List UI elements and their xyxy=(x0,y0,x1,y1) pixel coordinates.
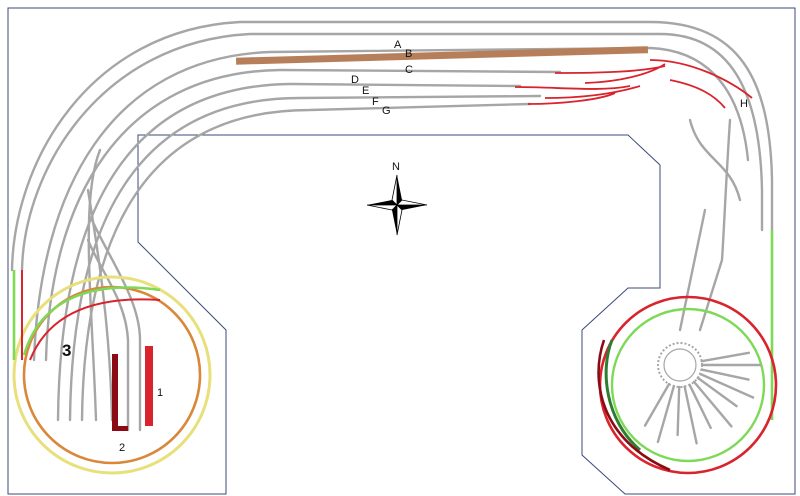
track-label-f: F xyxy=(372,96,379,108)
track-label-b: B xyxy=(405,48,412,60)
track-label-g: G xyxy=(382,105,391,117)
turntable-area xyxy=(597,295,778,475)
helix-label: 3 xyxy=(62,341,71,360)
siding-2-foot xyxy=(112,426,128,431)
siding-1-bar xyxy=(145,346,153,426)
station-platform xyxy=(235,46,649,65)
siding-2-label: 2 xyxy=(119,442,125,454)
turntable-spurs xyxy=(643,351,762,445)
turntable-spur xyxy=(692,380,733,428)
turntable-spur xyxy=(688,383,712,430)
turntable-spur xyxy=(696,376,738,408)
baseboard-outline xyxy=(7,7,796,495)
left-helix xyxy=(12,275,212,475)
compass-north-label: N xyxy=(392,161,400,173)
red-sidings xyxy=(514,59,753,109)
track-label-h: H xyxy=(740,98,748,110)
turntable-spur xyxy=(698,372,755,399)
track-label-a: A xyxy=(394,39,402,51)
track-label-c: C xyxy=(405,64,413,76)
turntable-spur xyxy=(656,384,676,444)
turntable-spur xyxy=(700,351,751,363)
turntable-spur xyxy=(643,382,671,427)
turntable-spur xyxy=(676,385,681,437)
siding-1-label: 1 xyxy=(157,387,163,399)
compass-rose-icon xyxy=(366,174,428,236)
turntable-spur xyxy=(683,385,698,445)
track-label-d: D xyxy=(351,74,359,86)
track-label-e: E xyxy=(362,85,369,97)
siding-2-bar xyxy=(112,354,118,430)
turntable-spur xyxy=(700,368,750,381)
